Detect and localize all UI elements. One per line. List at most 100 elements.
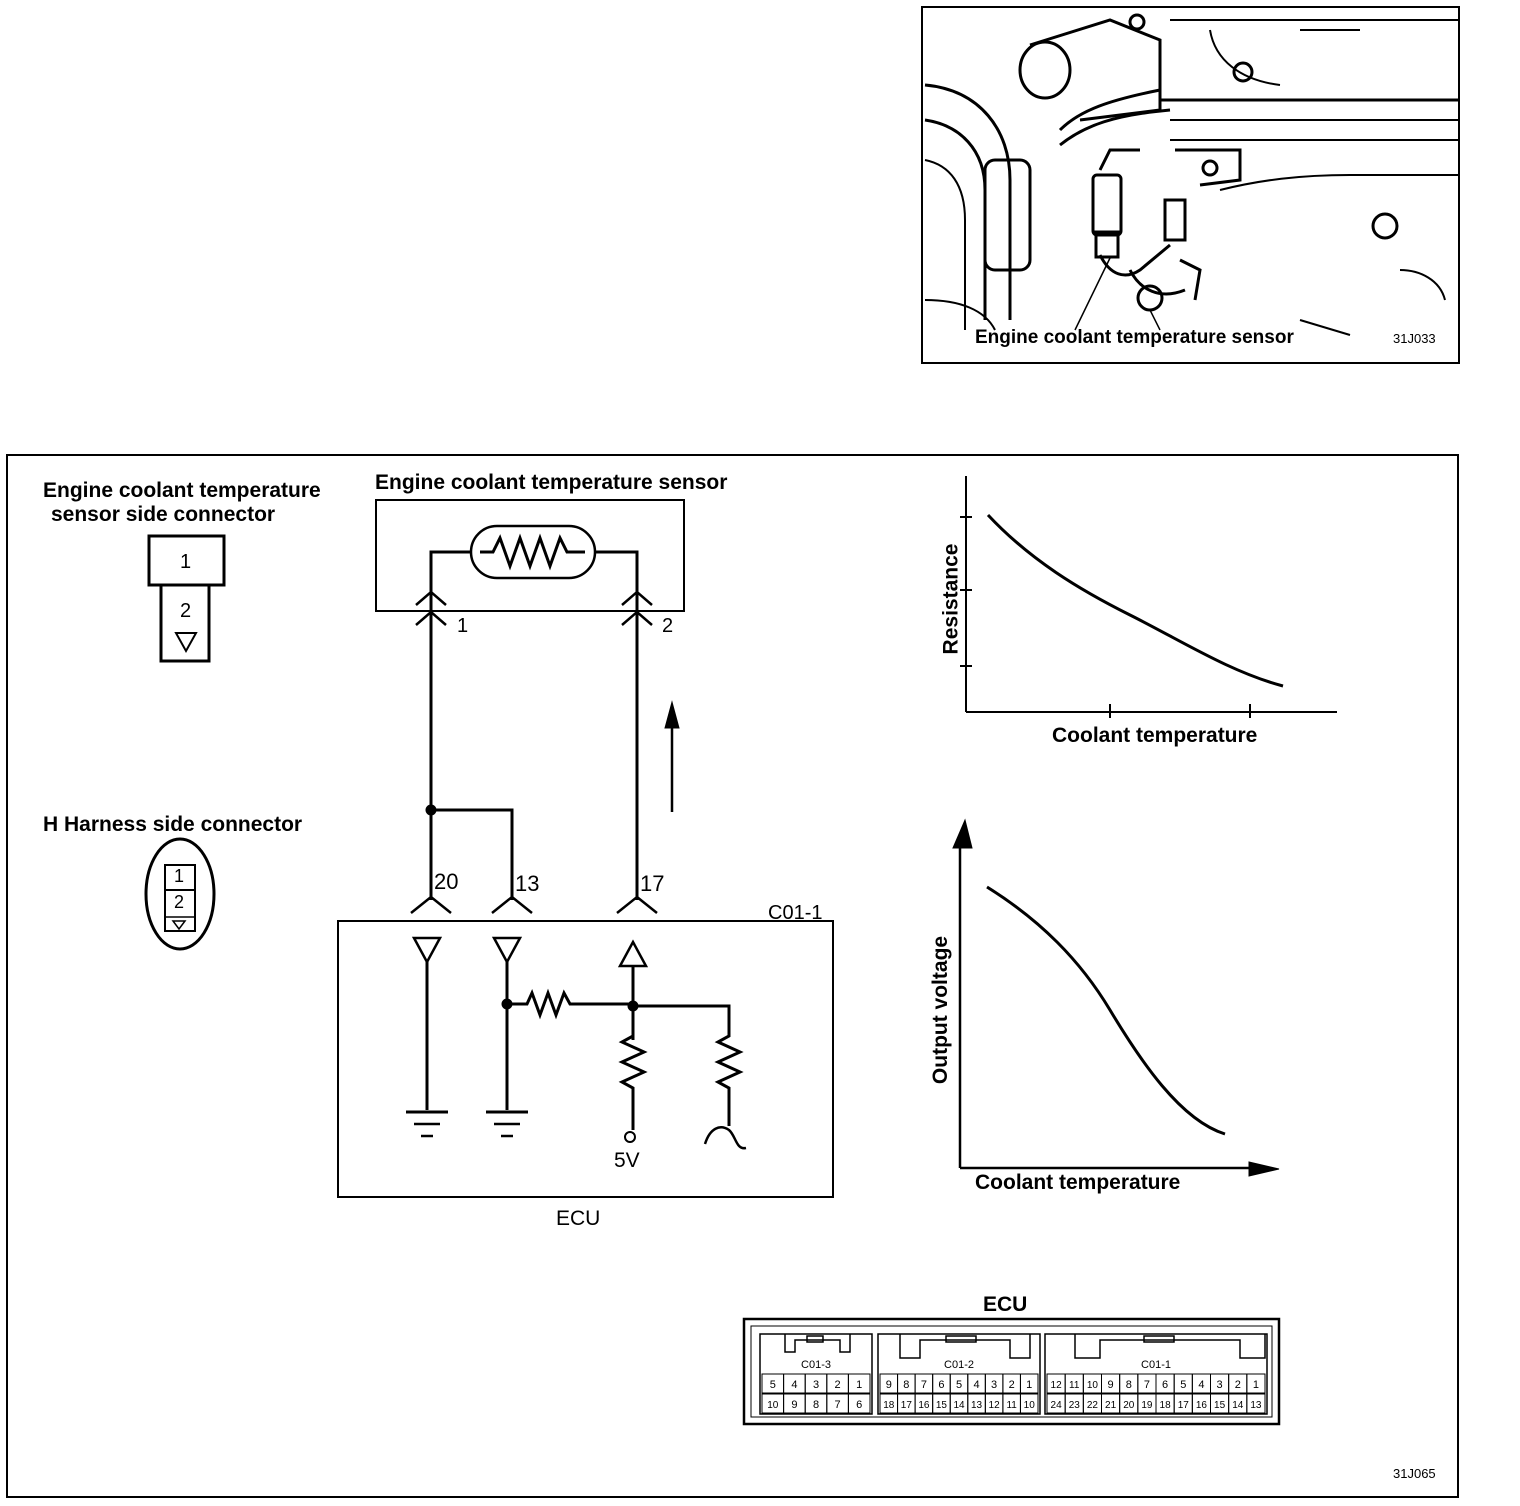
ecu-pin-label: 9 (791, 1399, 797, 1411)
harness-connector-pin-1: 1 (174, 866, 185, 886)
ecu-pin-label: 23 (1069, 1400, 1081, 1411)
ecu-pin-label: 13 (1250, 1400, 1262, 1411)
sensor-connector-pin-1: 1 (180, 551, 192, 573)
ecu-pin-label: 21 (1105, 1400, 1117, 1411)
ecu-pin-label: 17 (1178, 1400, 1190, 1411)
ecu-pin-cell (1246, 1373, 1266, 1394)
ecu-block-name-c01-3: C01-3 (801, 1359, 831, 1371)
ecu-pin-label: 10 (767, 1400, 779, 1411)
ecu-pin-label: 1 (1253, 1379, 1259, 1391)
ecu-pin-label: 6 (1162, 1379, 1168, 1391)
ecu-pin-label: 11 (1006, 1400, 1017, 1411)
voltage-graph (952, 818, 1280, 1177)
ecu-terminal-17: 17 (640, 871, 665, 896)
ecu-pin-label: 8 (813, 1399, 819, 1411)
resistance-ylabel: Resistance (939, 543, 963, 655)
ecu-pin-label: 6 (856, 1399, 862, 1411)
ecu-pin-label: 24 (1051, 1400, 1063, 1411)
sensor-box-title: Engine coolant temperature sensor (375, 471, 728, 494)
ecu-pin-label: 2 (835, 1379, 841, 1391)
ecu-pin-cell (1019, 1373, 1039, 1394)
ecu-pin-label: 18 (1160, 1400, 1172, 1411)
ecu-terminal-20: 20 (434, 869, 459, 894)
supply-5v-label: 5V (614, 1149, 640, 1172)
diagram-figure-code: 31J065 (1393, 1466, 1436, 1481)
ecu-pin-label: 7 (835, 1399, 841, 1411)
ecu-pin-label: 5 (1180, 1379, 1186, 1391)
ecu-block-name-c01-2: C01-2 (944, 1359, 974, 1371)
ecu-pin-label: 2 (1235, 1379, 1241, 1391)
ecu-pin-label: 10 (1024, 1400, 1036, 1411)
sensor-terminal-1: 1 (457, 615, 469, 637)
ecu-pin-cell (847, 1393, 871, 1414)
ecu-pin-cell (1246, 1393, 1266, 1414)
voltage-curve (986, 885, 1226, 1136)
ecu-pin-label: 15 (936, 1400, 948, 1411)
voltage-xlabel: Coolant temperature (975, 1171, 1181, 1194)
ecu-box (337, 920, 834, 1198)
ecu-pin-label: 18 (883, 1400, 895, 1411)
ecu-pin-label: 3 (991, 1379, 997, 1391)
ecu-pin-label: 17 (901, 1400, 913, 1411)
ecu-pin-label: 8 (1126, 1379, 1132, 1391)
ecu-pin-label: 10 (1087, 1380, 1099, 1391)
thermistor-resistor (480, 533, 585, 571)
ecu-pin-label: 13 (971, 1400, 983, 1411)
ecu-connector-title: ECU (983, 1293, 1028, 1316)
ecu-pin-label: 14 (1232, 1400, 1244, 1411)
ecu-block-name-c01-1: C01-1 (1141, 1359, 1171, 1371)
photo-panel (921, 6, 1460, 364)
ecu-pin-label: 4 (791, 1379, 797, 1391)
harness-connector-pin-2: 2 (174, 892, 185, 912)
sensor-connector-title-line1: Engine coolant temperature (43, 479, 321, 502)
ecu-connector-face (742, 1317, 1281, 1426)
ecu-pin-label: 2 (1009, 1379, 1015, 1391)
resistance-graph (960, 476, 1337, 718)
sensor-side-connector (147, 534, 226, 663)
engine-photo-drawing (924, 13, 1460, 336)
photo-caption: Engine coolant temperature sensor (975, 327, 1294, 348)
photo-figure-code: 31J033 (1393, 331, 1436, 346)
ecu-pin-label: 11 (1069, 1380, 1080, 1391)
ecu-pin-label: 15 (1214, 1400, 1226, 1411)
ecu-pin-label: 1 (1026, 1379, 1032, 1391)
ecu-label: ECU (556, 1207, 601, 1230)
ecu-pin-label: 22 (1087, 1400, 1099, 1411)
ecu-pin-label: 7 (1144, 1379, 1150, 1391)
ecu-pin-label: 16 (1196, 1400, 1208, 1411)
ecu-pin-label: 9 (886, 1379, 892, 1391)
ecu-pin-cell (847, 1373, 871, 1394)
ecu-pin-label: 3 (813, 1379, 819, 1391)
harness-connector-title: H Harness side connector (43, 813, 303, 836)
ecu-pin-label: 7 (921, 1379, 927, 1391)
ecu-pin-label: 3 (1217, 1379, 1223, 1391)
ecu-pin-label: 5 (770, 1379, 776, 1391)
harness-side-connector (144, 837, 216, 951)
sensor-terminal-2: 2 (662, 615, 674, 637)
ecu-connector-id: C01-1 (768, 902, 823, 924)
voltage-ylabel: Output voltage (929, 935, 953, 1085)
ecu-pin-label: 12 (989, 1400, 1001, 1411)
ecu-pin-cell (1019, 1393, 1039, 1414)
sensor-box (375, 499, 685, 612)
resistance-curve (986, 513, 1284, 688)
ecu-pin-label: 16 (918, 1400, 930, 1411)
diagram-panel (6, 454, 1459, 1498)
ecu-pin-label: 19 (1141, 1400, 1153, 1411)
ecu-pin-label: 14 (953, 1400, 965, 1411)
ecu-terminal-13: 13 (515, 871, 540, 896)
ecu-pin-label: 4 (1198, 1379, 1204, 1391)
ecu-pin-label: 8 (903, 1379, 909, 1391)
resistance-xlabel: Coolant temperature (1052, 724, 1258, 747)
ecu-pin-label: 1 (856, 1379, 862, 1391)
sensor-connector-title-line2: sensor side connector (51, 503, 276, 526)
sensor-connector-pin-2: 2 (180, 600, 192, 622)
ecu-pin-label: 5 (956, 1379, 962, 1391)
ecu-pin-label: 4 (973, 1379, 979, 1391)
ecu-pin-label: 9 (1108, 1379, 1114, 1391)
ecu-pin-label: 20 (1123, 1400, 1135, 1411)
ecu-pin-label: 12 (1051, 1380, 1063, 1391)
ecu-pin-label: 6 (938, 1379, 944, 1391)
